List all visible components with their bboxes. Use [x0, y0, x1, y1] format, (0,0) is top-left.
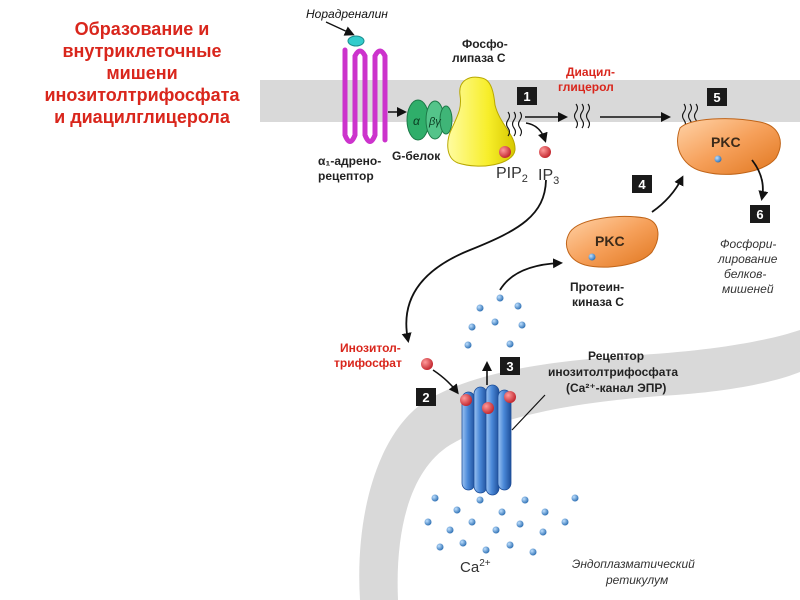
title-line-4: инозитолтрифосфата: [44, 85, 240, 105]
pkc-cytosol-shape: [566, 216, 659, 268]
label-ip3r-1: Рецептор: [588, 349, 644, 363]
noradrenaline-ligand: [347, 35, 365, 47]
diacylglycerol-tails: [573, 103, 591, 129]
label-plc-1: Фосфо-: [462, 37, 508, 51]
title-line-1: Образование и: [74, 19, 210, 39]
label-receptor-1: α₁-адрено-: [318, 154, 381, 168]
pkc-to-phosphorylation-arrow: [751, 159, 769, 201]
label-pkc-name-1: Протеин-: [570, 280, 624, 294]
label-er-1: Эндоплазматический: [572, 557, 695, 571]
title-line-5: и диацилглицерола: [54, 107, 230, 127]
label-dag-2: глицерол: [558, 80, 614, 94]
pkc-cytosol-dot: [588, 253, 596, 261]
label-calcium: Ca2+: [460, 558, 491, 576]
label-receptor-2: рецептор: [318, 169, 374, 183]
ip3-bound-2: [482, 402, 494, 414]
diagram-title: Образование и внутриклеточные мишени ино…: [22, 18, 262, 128]
svg-text:2: 2: [422, 390, 429, 405]
ip3-receptor-channel: [461, 384, 512, 496]
step-box-1: 1: [517, 87, 537, 105]
step-box-5: 5: [707, 88, 727, 106]
ip3-molecule: [539, 146, 551, 158]
pkc-membrane-dot: [714, 155, 722, 163]
svg-text:3: 3: [506, 359, 513, 374]
g-protein: α βγ: [406, 99, 453, 141]
ip3-to-er-arrow: [401, 179, 547, 343]
ip3-binding-arrow: [432, 369, 459, 395]
title-line-2: внутриклеточные: [62, 41, 222, 61]
label-phos-2: лирование: [717, 252, 778, 266]
title-line-3: мишени: [106, 63, 178, 83]
step-box-3: 3: [500, 357, 520, 375]
svg-text:4: 4: [638, 177, 646, 192]
label-ip3-name-2: трифосфат: [334, 356, 402, 370]
label-er-2: ретикулум: [605, 573, 668, 587]
calcium-to-pkc-arrow: [499, 258, 563, 291]
label-dag-1: Диацил-: [566, 65, 615, 79]
label-phos-1: Фосфори-: [720, 237, 776, 251]
g-gamma-subunit: [439, 105, 453, 135]
ip3-receptor-pointer: [511, 394, 546, 431]
label-g-protein: G-белок: [392, 149, 441, 163]
label-ip3: IP3: [538, 167, 559, 187]
label-noradrenaline: Норадреналин: [306, 7, 388, 21]
label-plc-2: липаза С: [452, 51, 506, 65]
step-box-6: 6: [750, 205, 770, 223]
label-pkc-cytosol: PKC: [595, 233, 625, 249]
label-ip3-name-1: Инозитол-: [340, 341, 401, 355]
label-pkc-membrane: PKC: [711, 134, 741, 150]
g-alpha-label: α: [413, 114, 421, 128]
label-phos-4: мишеней: [722, 282, 774, 296]
svg-text:1: 1: [523, 89, 530, 104]
label-ip3r-3: (Ca²⁺-канал ЭПР): [566, 381, 666, 395]
pip2-to-ip3-arrow: [525, 122, 548, 143]
ip3-bound-1: [460, 394, 472, 406]
step-box-2: 2: [416, 388, 436, 406]
svg-text:5: 5: [713, 90, 720, 105]
label-phos-3: белков-: [724, 267, 766, 281]
step-box-4: 4: [632, 175, 652, 193]
pkc-translocation-arrow: [651, 175, 684, 213]
g-betagamma-label: βγ: [428, 116, 442, 128]
cytosol-calcium-ions: [464, 294, 526, 349]
ip3-free-molecule: [421, 358, 433, 370]
er-calcium-ions: [424, 494, 579, 556]
label-pkc-name-2: киназа С: [572, 295, 624, 309]
pip2-molecule: [499, 146, 511, 158]
label-ip3r-2: инозитолтрифосфата: [548, 365, 678, 379]
noradrenaline-arrow: [325, 21, 355, 36]
lipid-tails-plc: [505, 111, 523, 137]
label-pip2: PIP2: [496, 165, 528, 185]
alpha1-receptor-shape: [342, 47, 388, 144]
svg-text:6: 6: [756, 207, 763, 222]
phospholipase-c-shape: [447, 76, 516, 167]
ip3-bound-3: [504, 391, 516, 403]
pkc-membrane-shape: [677, 118, 781, 175]
